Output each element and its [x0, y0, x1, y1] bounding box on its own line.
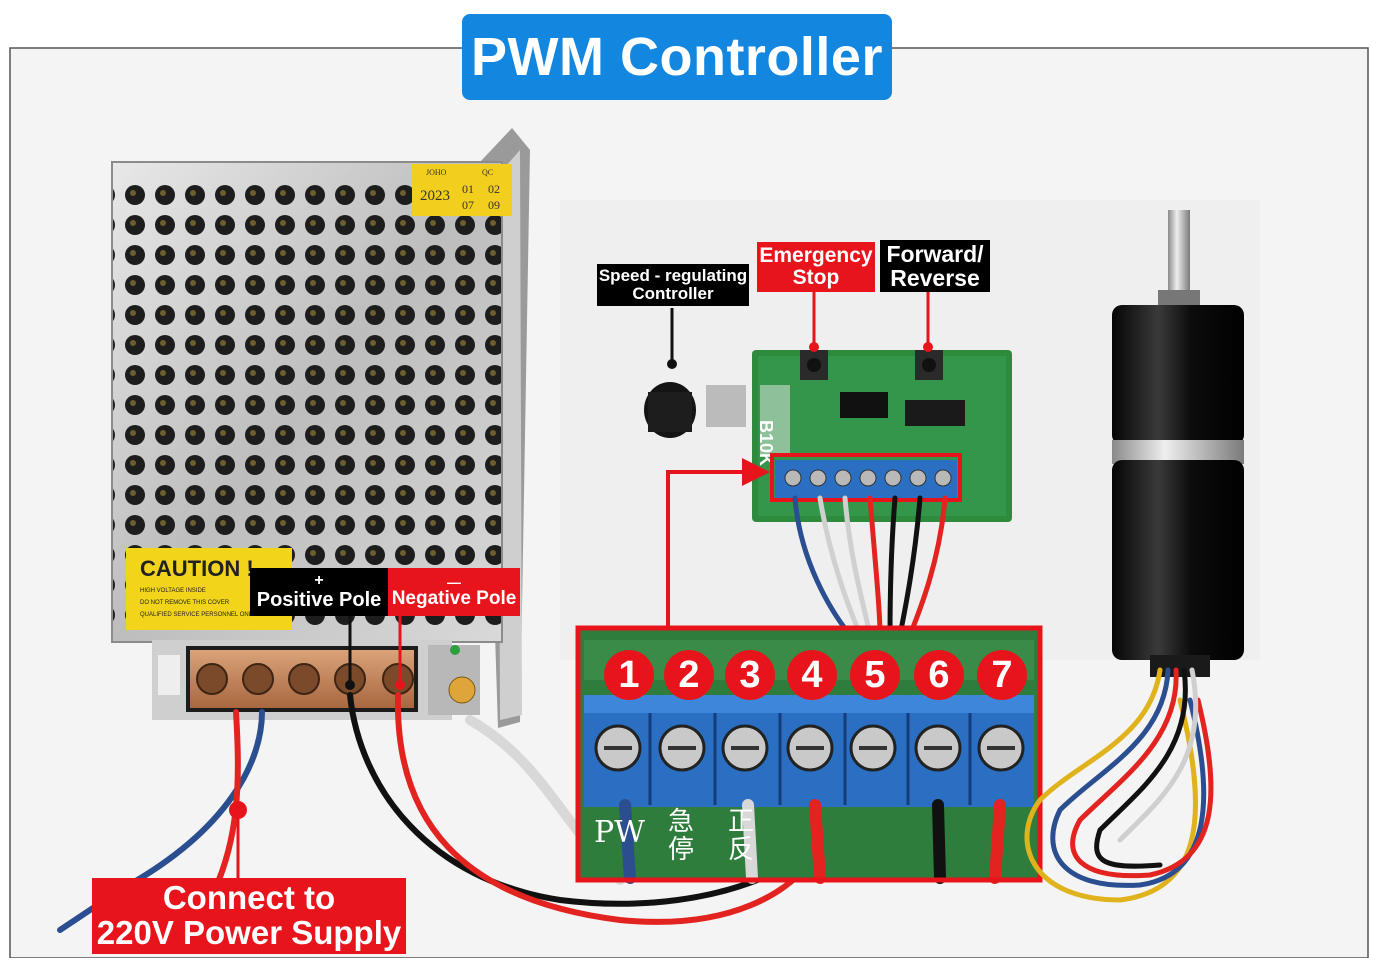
dc-motor [1112, 210, 1244, 677]
date-label-top-right: QC [482, 168, 494, 177]
page-title: PWM Controller [462, 14, 892, 100]
speed-label-line-1: Speed - regulating [598, 266, 748, 286]
power-supply [111, 128, 530, 728]
board-silk-4: 反 [728, 835, 754, 865]
board-silk-2: 停 [668, 835, 694, 865]
caution-heading: CAUTION ! [140, 556, 254, 581]
date-label-year: 2023 [420, 188, 450, 204]
forward-label-line-2: Reverse [890, 265, 980, 291]
terminal-number-6: 6 [914, 650, 964, 700]
terminal-number-2: 2 [664, 650, 714, 700]
caution-line-3: QUALIFIED SERVICE PERSONNEL ONLY [140, 612, 256, 618]
terminal-number-7: 7 [977, 650, 1027, 700]
positive-pole-label: + Positive Pole [250, 568, 388, 616]
board-silk-1: 急 [668, 807, 694, 837]
supply-label-line-2: 220V Power Supply [96, 914, 402, 951]
psu-date-label: JOHO QC 2023 01 02 07 09 [412, 164, 512, 216]
emergency-stop-label: Emergency Stop [757, 242, 875, 292]
date-label-cell-3: 07 [462, 198, 474, 212]
caution-line-2: DO NOT REMOVE THIS COVER [140, 600, 230, 606]
controller-board: B10K [644, 350, 1012, 522]
supply-label-line-1: Connect to [162, 879, 336, 917]
power-supply-connect-label: Connect to 220V Power Supply [92, 878, 406, 954]
emergency-label-line-1: Emergency [759, 243, 873, 267]
date-label-cell-2: 02 [488, 182, 500, 196]
terminal-number-3: 3 [725, 650, 775, 700]
forward-reverse-label: Forward/ Reverse [880, 240, 990, 292]
negative-pole-label: — Negative Pole [388, 568, 520, 616]
terminal-number-5: 5 [850, 650, 900, 700]
negative-label-text: Negative Pole [391, 588, 517, 610]
board-silk-3: 正 [728, 807, 754, 837]
positive-symbol: + [314, 572, 324, 590]
negative-symbol: — [447, 573, 461, 590]
speed-controller-label: Speed - regulating Controller [597, 264, 749, 306]
speed-label-line-2: Controller [632, 284, 714, 303]
terminal-number-1: 1 [604, 650, 654, 700]
date-label-top-left: JOHO [426, 168, 447, 177]
caution-line-1: HIGH VOLTAGE INSIDE [140, 588, 206, 594]
terminal-number-4: 4 [787, 650, 837, 700]
positive-label-text: Positive Pole [256, 588, 382, 611]
emergency-label-line-2: Stop [792, 266, 840, 289]
date-label-cell-4: 09 [488, 198, 500, 212]
board-silk-pw: PW [594, 815, 645, 850]
forward-label-line-1: Forward/ [886, 240, 984, 267]
date-label-cell-1: 01 [462, 182, 474, 196]
